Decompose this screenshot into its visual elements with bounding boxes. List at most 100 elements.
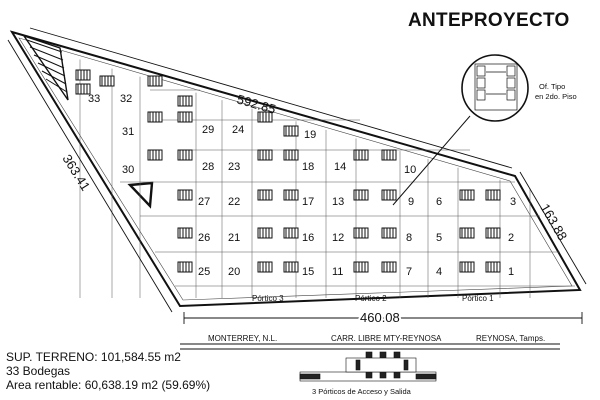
lot-number-28: 28 bbox=[202, 161, 214, 173]
lot-number-19: 19 bbox=[304, 129, 316, 141]
lot-number-11: 11 bbox=[332, 266, 343, 278]
loading-dock-14 bbox=[257, 149, 273, 161]
loading-dock-28 bbox=[381, 189, 397, 201]
lot-number-18: 18 bbox=[302, 161, 314, 173]
loading-dock-7 bbox=[177, 95, 193, 107]
portico-2-label: Pórtico 2 bbox=[355, 294, 387, 303]
loading-dock-16 bbox=[257, 227, 273, 239]
lot-number-1: 1 bbox=[508, 266, 514, 278]
lot-number-9: 9 bbox=[408, 196, 414, 208]
dim-top-line bbox=[29, 27, 513, 169]
road-name: CARR. LIBRE MTY-REYNOSA bbox=[331, 334, 442, 343]
lot-grid bbox=[79, 59, 575, 298]
loading-dock-23 bbox=[353, 149, 369, 161]
stats-block: SUP. TERRENO: 101,584.55 m2 33 Bodegas A… bbox=[6, 350, 210, 392]
office-note-line1: Of. Tipo bbox=[539, 82, 565, 91]
loading-dock-4 bbox=[147, 75, 163, 87]
lot-number-32: 32 bbox=[120, 93, 132, 105]
loading-dock-8 bbox=[177, 111, 193, 123]
lot-number-5: 5 bbox=[436, 232, 442, 244]
loading-dock-32 bbox=[459, 227, 475, 239]
loading-dock-17 bbox=[257, 261, 273, 273]
lot-number-12: 12 bbox=[332, 232, 344, 244]
lot-number-33: 33 bbox=[88, 93, 100, 105]
loading-dock-10 bbox=[177, 189, 193, 201]
lot-number-4: 4 bbox=[436, 266, 442, 278]
office-note-line2: en 2do. Piso bbox=[535, 92, 577, 101]
lot-number-17: 17 bbox=[302, 196, 314, 208]
loading-dock-2 bbox=[75, 83, 91, 95]
loading-dock-3 bbox=[99, 75, 115, 87]
office-leader-line bbox=[392, 115, 471, 206]
page-title: ANTEPROYECTO bbox=[408, 10, 570, 31]
road-left-city: MONTERREY, N.L. bbox=[208, 334, 277, 343]
loading-dock-6 bbox=[147, 149, 163, 161]
lot-number-24: 24 bbox=[232, 124, 244, 136]
loading-dock-22 bbox=[283, 261, 299, 273]
loading-dock-34 bbox=[485, 189, 501, 201]
hatched-corner-pattern bbox=[26, 39, 68, 93]
lot-number-30: 30 bbox=[122, 164, 134, 176]
loading-dock-1 bbox=[75, 69, 91, 81]
loading-dock-33 bbox=[459, 261, 475, 273]
loading-dock-21 bbox=[283, 227, 299, 239]
loading-dock-11 bbox=[177, 227, 193, 239]
loading-docks bbox=[75, 69, 501, 273]
access-gate-drawing bbox=[299, 351, 437, 382]
lot-number-7: 7 bbox=[406, 266, 412, 278]
loading-dock-24 bbox=[353, 189, 369, 201]
dim-left-line bbox=[7, 39, 173, 313]
lot-number-6: 6 bbox=[436, 196, 442, 208]
loading-dock-25 bbox=[353, 227, 369, 239]
loading-dock-15 bbox=[257, 189, 273, 201]
office-inset-circle bbox=[461, 54, 529, 122]
lot-number-29: 29 bbox=[202, 124, 214, 136]
stat-rentable: Area rentable: 60,638.19 m2 (59.69%) bbox=[6, 378, 211, 392]
portico-3-label: Pórtico 3 bbox=[252, 294, 284, 303]
loading-dock-19 bbox=[283, 149, 299, 161]
lot-number-25: 25 bbox=[198, 266, 210, 278]
lot-number-16: 16 bbox=[302, 232, 314, 244]
loading-dock-30 bbox=[381, 261, 397, 273]
dim-top-label: 592.85 bbox=[235, 91, 277, 116]
loading-dock-9 bbox=[177, 149, 193, 161]
access-caption: 3 Pórticos de Acceso y Salida bbox=[312, 387, 412, 396]
lot-number-21: 21 bbox=[228, 232, 240, 244]
loading-dock-18 bbox=[283, 125, 299, 137]
hatched-corner-area bbox=[22, 34, 69, 101]
office-floorplan bbox=[474, 63, 518, 111]
loading-dock-5 bbox=[147, 111, 163, 123]
loading-dock-27 bbox=[381, 149, 397, 161]
loading-dock-20 bbox=[283, 189, 299, 201]
dim-right-line bbox=[519, 171, 587, 285]
triangle-island bbox=[127, 181, 154, 209]
lot-number-8: 8 bbox=[406, 232, 412, 244]
loading-dock-29 bbox=[381, 227, 397, 239]
lot-number-27: 27 bbox=[198, 196, 210, 208]
dim-bottom-label: 460.08 bbox=[360, 310, 400, 325]
loading-dock-36 bbox=[485, 261, 501, 273]
lot-number-23: 23 bbox=[228, 161, 240, 173]
lot-number-15: 15 bbox=[302, 266, 314, 278]
lot-number-20: 20 bbox=[228, 266, 240, 278]
lot-number-10: 10 bbox=[404, 164, 416, 176]
site-boundary bbox=[9, 30, 582, 308]
lot-number-13: 13 bbox=[332, 196, 344, 208]
portico-1-label: Pórtico 1 bbox=[462, 294, 494, 303]
stat-bodegas: 33 Bodegas bbox=[6, 364, 71, 378]
lot-number-3: 3 bbox=[510, 196, 516, 208]
lot-number-31: 31 bbox=[122, 126, 134, 138]
loading-dock-35 bbox=[485, 227, 501, 239]
lot-number-2: 2 bbox=[508, 232, 514, 244]
road-right-city: REYNOSA, Tamps. bbox=[476, 334, 545, 343]
loading-dock-13 bbox=[257, 111, 273, 123]
loading-dock-12 bbox=[177, 261, 193, 273]
loading-dock-26 bbox=[353, 261, 369, 273]
stat-terreno: SUP. TERRENO: 101,584.55 m2 bbox=[6, 350, 181, 364]
lot-number-26: 26 bbox=[198, 232, 210, 244]
lot-number-14: 14 bbox=[334, 161, 346, 173]
loading-dock-31 bbox=[459, 189, 475, 201]
lot-number-22: 22 bbox=[228, 196, 240, 208]
